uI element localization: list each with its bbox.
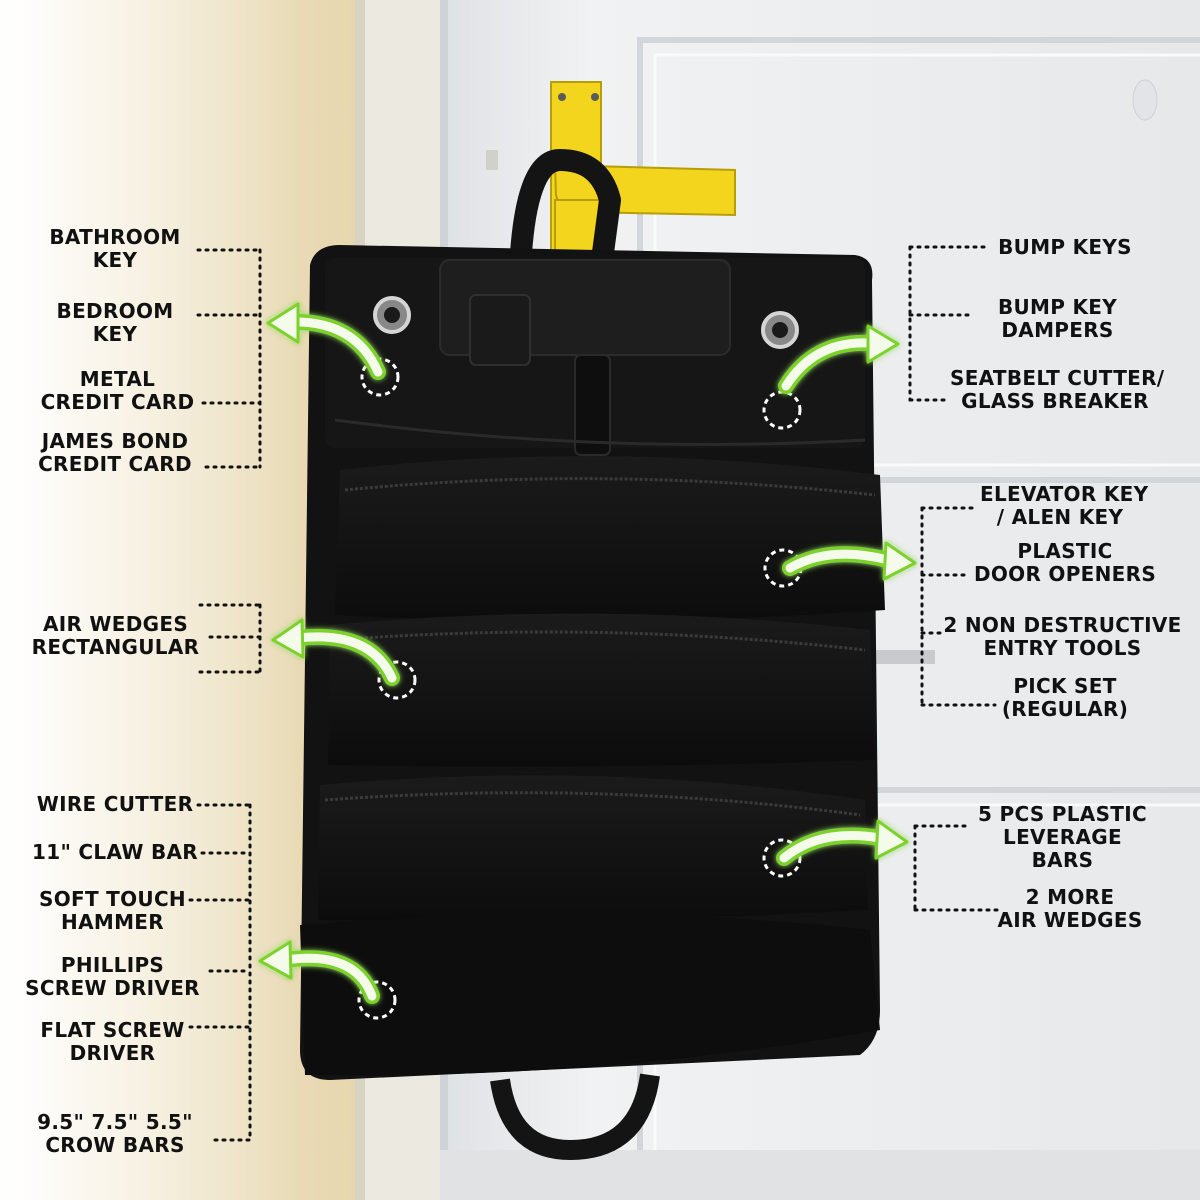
- bottom-handle: [490, 1073, 660, 1161]
- label-line: PLASTIC: [1017, 539, 1113, 563]
- arrow-up-right-1: [778, 324, 900, 394]
- label-line: DRIVER: [69, 1041, 156, 1065]
- label-line: DOOR OPENERS: [973, 562, 1157, 586]
- label-line: KEY: [92, 248, 138, 272]
- label-line: 2 MORE: [1025, 885, 1115, 909]
- pocket-marker-6: [357, 980, 397, 1020]
- label-line: CREDIT CARD: [38, 452, 192, 476]
- label-line: SEATBELT CUTTER/: [950, 366, 1165, 390]
- label-non-destructive-entry-tools: 2 NON DESTRUCTIVE ENTRY TOOLS: [940, 614, 1185, 660]
- label-line: KEY: [92, 322, 138, 346]
- label-bump-keys: BUMP KEYS: [990, 236, 1140, 259]
- label-seatbelt-cutter: SEATBELT CUTTER/ GLASS BREAKER: [950, 366, 1165, 413]
- pocket-2: [328, 613, 875, 767]
- label-flat-screw-driver: FLAT SCREW DRIVER: [30, 1019, 195, 1065]
- arrow-right-2: [782, 541, 917, 581]
- label-line: PICK SET: [1013, 674, 1117, 698]
- pocket-4: [300, 913, 880, 1076]
- label-line: JAMES BOND: [41, 429, 189, 453]
- label-line: SOFT TOUCH: [39, 887, 186, 911]
- label-line: BEDROOM: [56, 299, 174, 323]
- label-line: SCREW DRIVER: [25, 976, 200, 1000]
- flashlight: [574, 354, 611, 456]
- label-line: 9.5" 7.5" 5.5": [37, 1110, 193, 1134]
- pocket-arrows: [258, 302, 917, 1020]
- label-line: LEVERAGE: [1003, 825, 1122, 849]
- label-line: RECTANGULAR: [31, 635, 200, 659]
- label-plastic-door-openers: PLASTIC DOOR OPENERS: [965, 540, 1165, 586]
- label-soft-touch-hammer: SOFT TOUCH HAMMER: [30, 888, 195, 934]
- label-line: WIRE CUTTER: [36, 792, 194, 816]
- label-line: CREDIT CARD: [40, 390, 195, 414]
- label-line: 2 NON DESTRUCTIVE: [943, 613, 1182, 637]
- pocket-marker-5: [762, 838, 802, 878]
- pocket-3: [318, 775, 868, 922]
- arrow-right-3: [776, 819, 909, 866]
- label-line: ENTRY TOOLS: [983, 636, 1142, 660]
- label-line: METAL: [79, 367, 156, 391]
- label-bathroom-key: BATHROOM KEY: [40, 226, 190, 272]
- tool-roll-bag: [300, 245, 885, 1161]
- label-wire-cutter: WIRE CUTTER: [30, 793, 200, 816]
- label-line: FLAT SCREW: [40, 1018, 185, 1042]
- arrow-up-left-1: [266, 302, 386, 380]
- leader-lines: [188, 245, 1002, 1142]
- label-line: PHILLIPS: [60, 953, 165, 977]
- label-line: HAMMER: [61, 910, 164, 934]
- label-more-air-wedges: 2 MORE AIR WEDGES: [990, 886, 1150, 932]
- label-line: / ALEN KEY: [996, 505, 1124, 529]
- label-line: AIR WEDGES: [997, 908, 1143, 932]
- label-line: BARS: [1031, 848, 1094, 872]
- door-stopper: [1132, 79, 1158, 121]
- label-line: (REGULAR): [1001, 697, 1129, 721]
- label-bedroom-key: BEDROOM KEY: [40, 300, 190, 346]
- label-line: 5 PCS PLASTIC: [978, 802, 1147, 826]
- label-line: BUMP KEYS: [998, 235, 1132, 259]
- pocket-marker-4: [377, 660, 417, 700]
- label-line: BATHROOM: [49, 225, 181, 249]
- hinge: [486, 150, 498, 170]
- label-bump-key-dampers: BUMP KEY DAMPERS: [975, 296, 1140, 342]
- label-line: CROW BARS: [45, 1133, 185, 1157]
- label-line: 11" CLAW BAR: [32, 840, 198, 864]
- pocket-1: [335, 456, 885, 622]
- arrow-left-3: [258, 940, 380, 1004]
- label-air-wedges-rectangular: AIR WEDGES RECTANGULAR: [28, 613, 203, 659]
- label-line: AIR WEDGES: [42, 612, 189, 636]
- label-pick-set: PICK SET (REGULAR): [995, 675, 1135, 721]
- label-phillips-screw-driver: PHILLIPS SCREW DRIVER: [20, 954, 205, 1000]
- label-line: ELEVATOR KEY: [980, 482, 1149, 506]
- label-elevator-key: ELEVATOR KEY / ALEN KEY: [980, 482, 1149, 529]
- label-claw-bar: 11" CLAW BAR: [25, 841, 205, 864]
- label-metal-credit-card: METAL CREDIT CARD: [35, 368, 200, 414]
- label-line: BUMP KEY: [997, 295, 1118, 319]
- label-crow-bars: 9.5" 7.5" 5.5" CROW BARS: [20, 1111, 210, 1157]
- arrow-left-2: [271, 618, 400, 686]
- hanging-strap: [509, 149, 621, 277]
- label-line: DAMPERS: [1001, 318, 1114, 342]
- label-leverage-bars: 5 PCS PLASTIC LEVERAGE BARS: [970, 803, 1155, 872]
- label-line: GLASS BREAKER: [961, 389, 1149, 413]
- label-james-bond-card: JAMES BOND CREDIT CARD: [25, 430, 205, 476]
